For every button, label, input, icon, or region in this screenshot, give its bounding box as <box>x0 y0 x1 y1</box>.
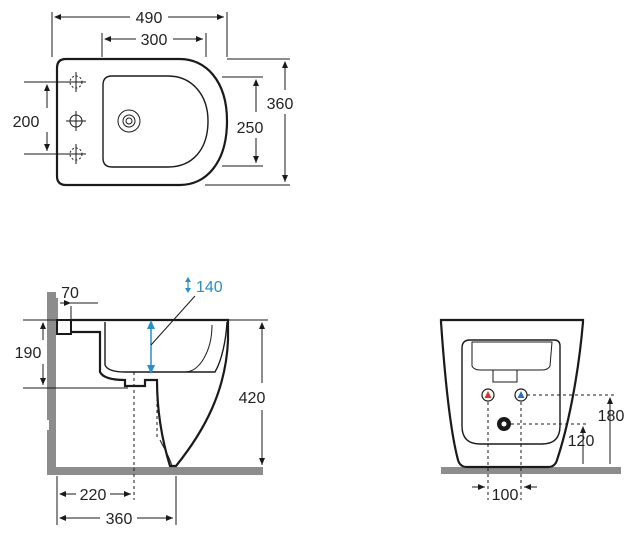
dim-140-arrow-top <box>147 320 155 329</box>
side-floor <box>47 467 263 475</box>
top-drain-center <box>125 117 133 125</box>
top-outer-outline <box>55 57 229 187</box>
dim-360-label: 360 <box>267 96 294 113</box>
front-inlet-block <box>492 369 518 383</box>
front-view: 180 120 100 <box>439 318 625 504</box>
top-mount-holes <box>66 72 86 164</box>
hot-water-icon <box>484 391 492 398</box>
dim-70-label: 70 <box>61 285 79 302</box>
dim-140-arrow-bottom <box>147 365 155 374</box>
dim-140-label: 140 <box>196 279 223 296</box>
side-bowl-curve <box>184 324 213 373</box>
side-bowl-inner <box>104 321 228 373</box>
top-drain-inner <box>122 114 136 128</box>
top-drain-outer <box>117 109 141 133</box>
front-floor <box>441 467 621 474</box>
side-foot-curve <box>159 439 173 467</box>
dim-120-label: 120 <box>568 433 595 450</box>
front-body-outline <box>439 318 585 469</box>
dim-250-label: 250 <box>237 120 264 137</box>
dim-300-label: 300 <box>141 32 168 49</box>
dim-180-label: 180 <box>598 408 625 425</box>
dim-190-label: 190 <box>15 345 42 362</box>
top-view: 490 300 360 250 200 <box>13 10 294 187</box>
dim-100-label: 100 <box>492 487 519 504</box>
front-recess-outline <box>461 339 561 445</box>
dim-140-icon-up <box>185 277 191 282</box>
side-wall <box>47 292 56 475</box>
dim-220-label: 220 <box>80 487 107 504</box>
side-view: 140 70 190 420 220 360 <box>15 277 268 528</box>
dim-420-label: 420 <box>239 390 266 407</box>
dim-140-icon-down <box>185 288 191 293</box>
dim-140-leader <box>150 295 196 346</box>
front-tank-outline <box>471 341 553 371</box>
dim-490-label: 490 <box>136 10 163 27</box>
cold-water-icon <box>517 391 525 398</box>
top-bowl-outline <box>102 75 209 168</box>
dim-200-label: 200 <box>13 114 40 131</box>
side-body-outline <box>71 318 230 468</box>
side-wall-bracket <box>56 319 72 335</box>
dim-side-360-label: 360 <box>106 511 133 528</box>
